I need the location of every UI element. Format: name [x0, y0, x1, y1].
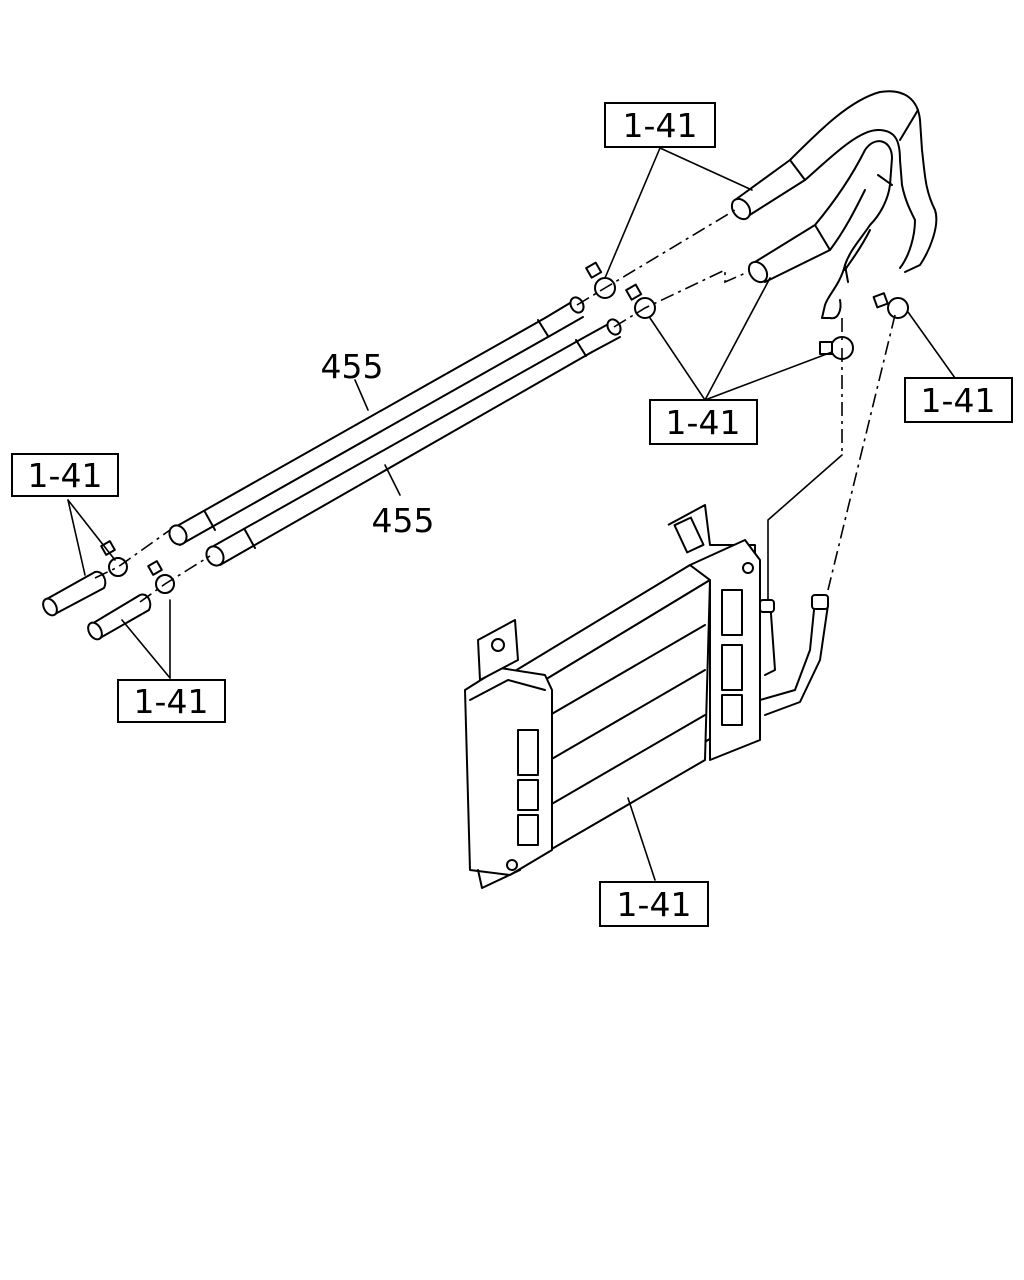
callout-label: 1-41	[28, 456, 103, 495]
callout-label: 1-41	[134, 682, 209, 721]
pipe-455-lower	[205, 318, 622, 567]
leader-lines	[67, 147, 956, 881]
upper-hose-assembly	[730, 90, 938, 320]
part-label-455-lower: 455	[372, 501, 435, 540]
callout-label: 1-41	[666, 403, 741, 442]
callout-left-upper: 1-41	[11, 453, 119, 497]
callout-label: 1-41	[623, 106, 698, 145]
part-label-455-upper: 455	[321, 347, 384, 386]
callout-bottom-center: 1-41	[599, 881, 709, 927]
oil-cooler	[464, 454, 843, 889]
upper-clamps	[576, 209, 909, 591]
pipe-455-upper	[168, 296, 585, 546]
callout-top-center: 1-41	[604, 102, 716, 148]
left-hose-stubs	[42, 529, 211, 641]
callout-left-lower: 1-41	[117, 679, 226, 723]
callout-label: 1-41	[921, 381, 996, 420]
callout-far-right: 1-41	[904, 377, 1013, 423]
callout-label: 1-41	[617, 885, 692, 924]
callout-middle-right: 1-41	[649, 399, 758, 445]
